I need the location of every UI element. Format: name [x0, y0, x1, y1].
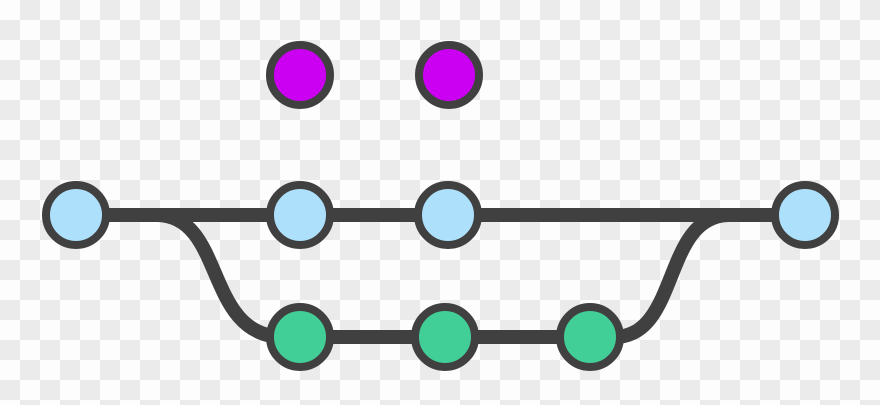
feature-commit-3-node — [556, 303, 624, 371]
main-commit-1-node — [42, 181, 110, 249]
feature-commit-2-node — [411, 303, 479, 371]
detached-commit-1-node — [266, 41, 334, 109]
main-commit-3-node — [414, 181, 482, 249]
main-commit-4-node — [771, 181, 839, 249]
detached-commit-2-node — [415, 41, 483, 109]
feature-commit-1-node — [266, 303, 334, 371]
main-commit-2-node — [266, 181, 334, 249]
